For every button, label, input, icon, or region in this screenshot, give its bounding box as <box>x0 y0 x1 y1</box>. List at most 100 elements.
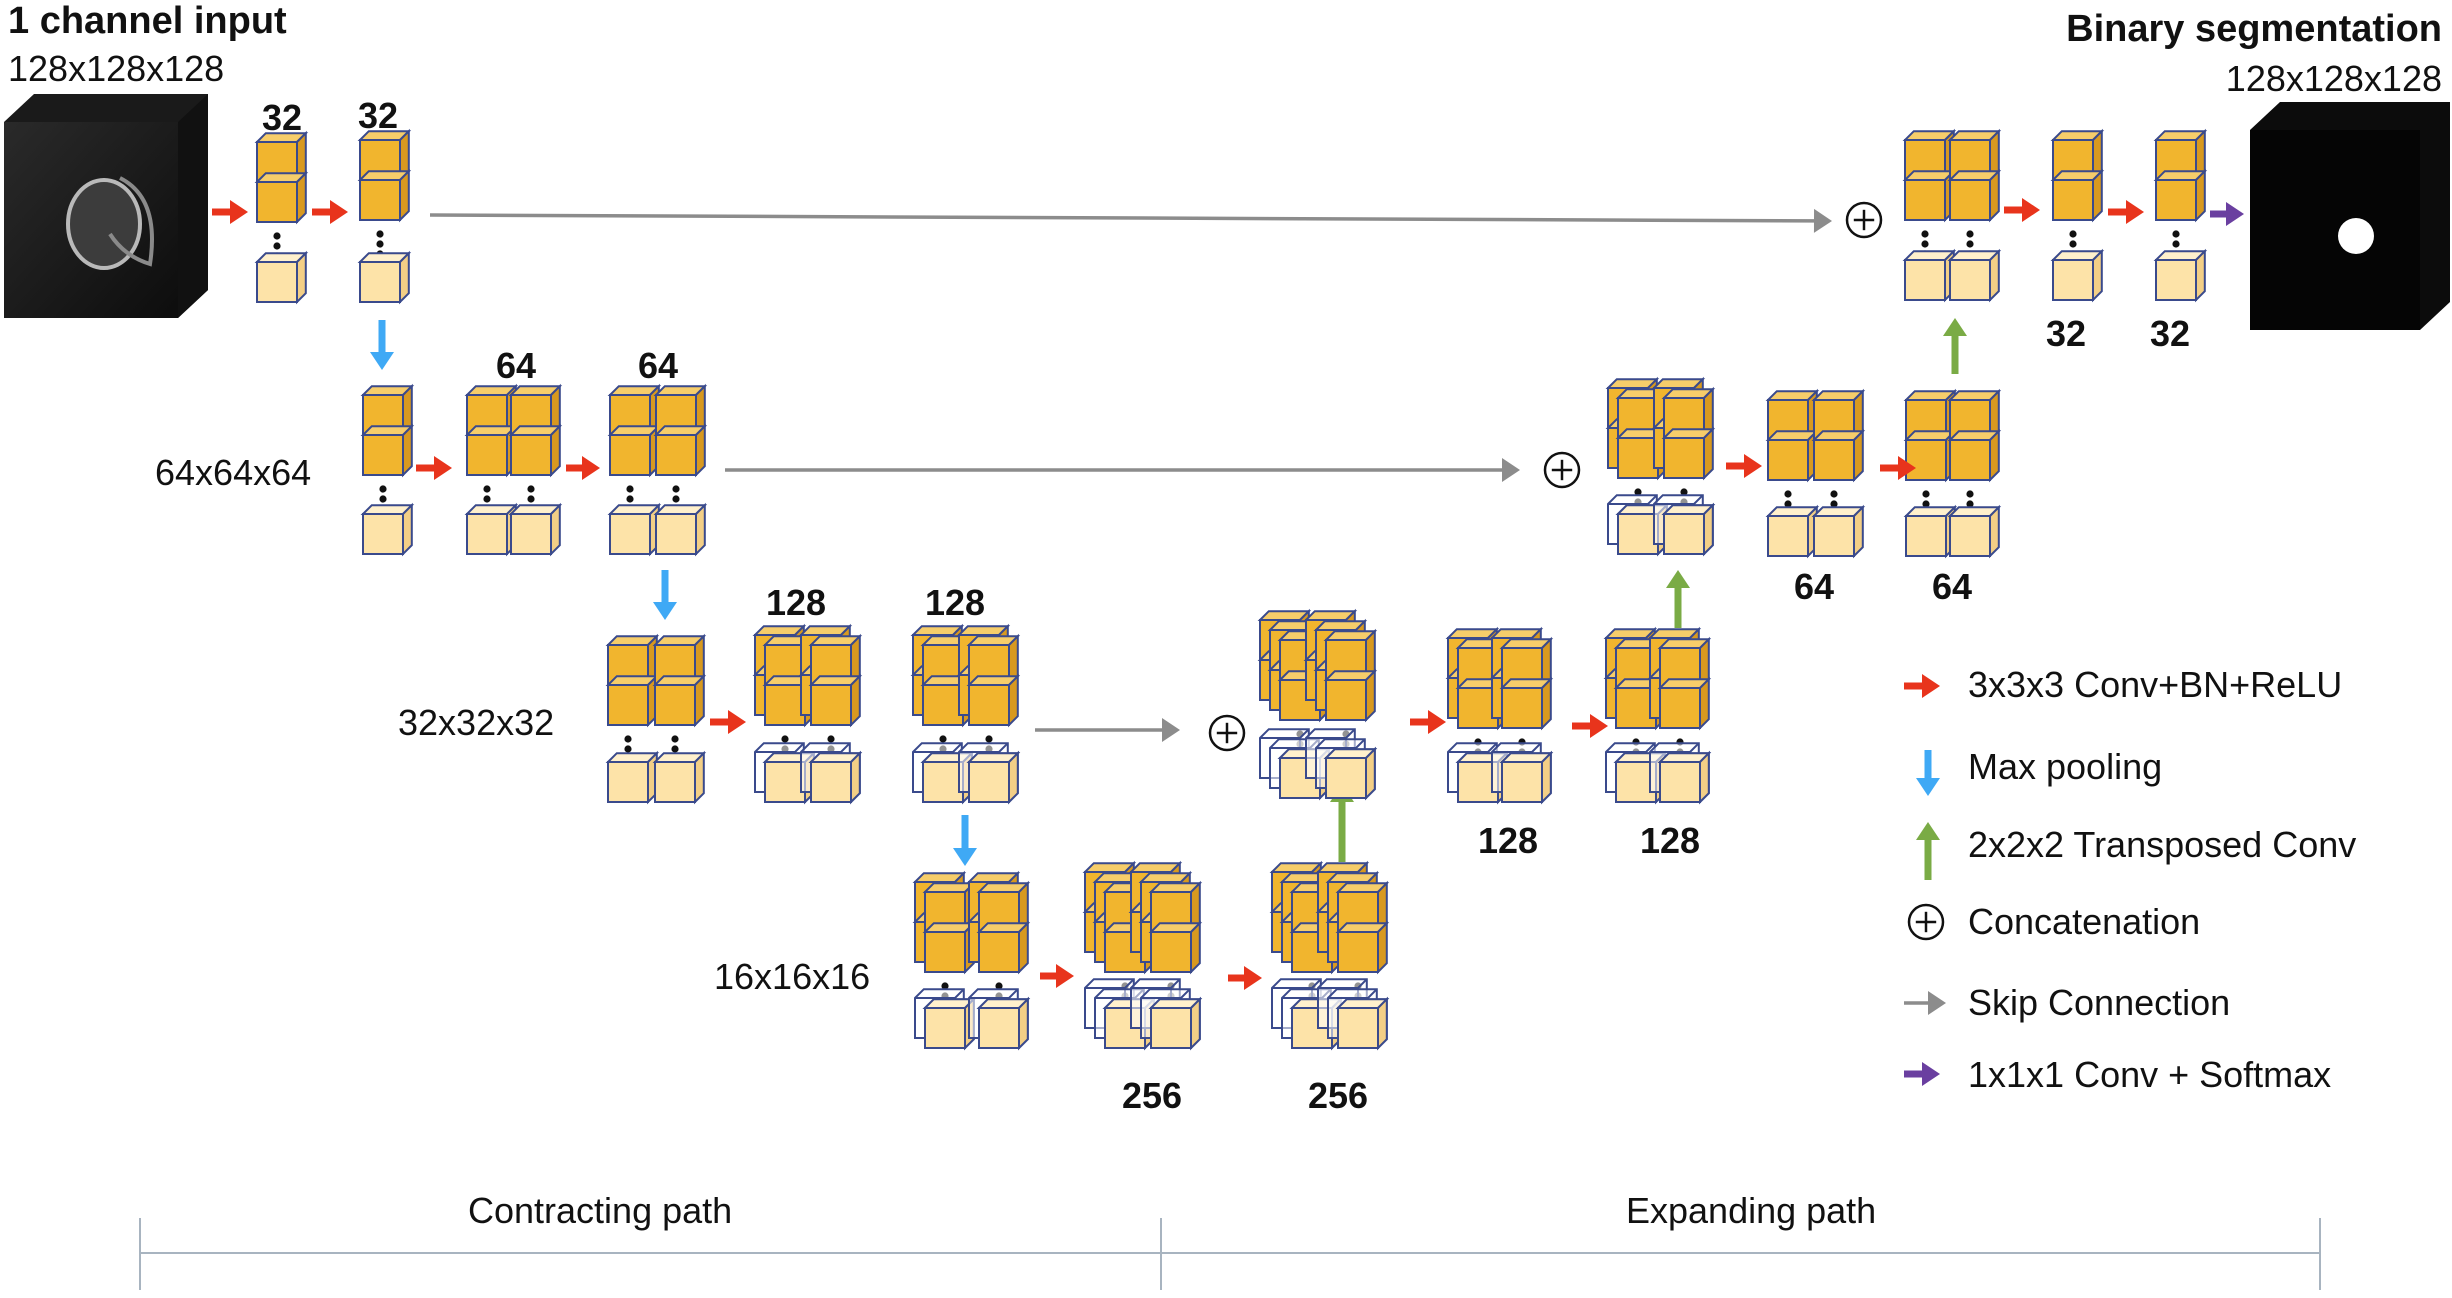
concat-icon <box>1543 451 1581 489</box>
pool-arrow-head <box>653 602 677 620</box>
cube-front <box>2052 179 2094 221</box>
channel-count: 64 <box>1794 566 1835 607</box>
softmax-arrow-head <box>2226 202 2244 226</box>
cube-front <box>359 179 401 221</box>
skip-arrow-head <box>1502 458 1520 482</box>
input-volume-image <box>4 94 208 318</box>
cube-front <box>1659 761 1701 803</box>
skip-arrow-head <box>1162 718 1180 742</box>
cube-front <box>978 1007 1020 1049</box>
concat-icon <box>1845 201 1883 239</box>
conv-arrow-head <box>1590 714 1608 738</box>
ellipsis-dot <box>379 485 387 493</box>
channel-count: 64 <box>496 345 537 386</box>
cube-side <box>402 502 413 557</box>
feature-map-column <box>1128 860 1203 1051</box>
feature-map-column <box>652 633 707 805</box>
ellipsis-dot <box>1784 490 1792 498</box>
cube-side <box>1365 746 1376 801</box>
ellipsis-dot <box>483 495 491 503</box>
conv-arrow <box>1410 710 1446 734</box>
cube-side <box>2195 248 2206 303</box>
cube-front <box>1813 515 1855 557</box>
feature-map-column <box>1315 860 1390 1051</box>
output-size: 128x128x128 <box>2225 58 2442 99</box>
upconv-arrow <box>1666 570 1690 628</box>
feature-map-column <box>360 383 415 557</box>
pool-arrow-head <box>370 352 394 370</box>
ellipsis-dot <box>2069 240 2077 248</box>
cube-front <box>607 684 649 726</box>
upconv-arrow <box>1943 318 1967 374</box>
ellipsis-dot <box>1634 488 1642 496</box>
cube-front <box>1767 515 1809 557</box>
concat-icon <box>1208 714 1246 752</box>
feature-map-column <box>966 870 1031 1051</box>
cube-front <box>1949 259 1991 301</box>
cube-side <box>1377 920 1388 975</box>
feature-map-column <box>357 128 412 305</box>
legend-pool-icon-head <box>1916 778 1940 796</box>
input-title: 1 channel input <box>8 0 287 42</box>
input-scan-curve <box>108 176 154 267</box>
cube-front <box>1663 513 1705 555</box>
pool-arrow-head <box>953 848 977 866</box>
ellipsis-dot <box>672 495 680 503</box>
cube-front <box>922 684 964 726</box>
cube-front <box>978 931 1020 973</box>
ellipsis-dot <box>941 982 949 990</box>
channel-count: 32 <box>2150 313 2191 354</box>
ellipsis-dot <box>1830 500 1838 508</box>
cube-side <box>1853 428 1864 483</box>
cube-front <box>607 761 649 803</box>
pool-arrow <box>653 570 677 620</box>
ellipsis-dot <box>273 242 281 250</box>
cube-front <box>510 434 552 476</box>
cube-front <box>2155 259 2197 301</box>
feature-map-column <box>607 383 662 557</box>
cube-front <box>1150 1007 1192 1049</box>
ellipsis-dot <box>1922 490 1930 498</box>
legend-skip-icon <box>1904 991 1946 1015</box>
cube-front <box>1501 761 1543 803</box>
conv-arrow-head <box>1056 964 1074 988</box>
legend-conv-icon-head <box>1922 674 1940 698</box>
cube-side <box>1190 920 1201 975</box>
cube-side <box>1699 676 1710 731</box>
cube-front <box>1949 515 1991 557</box>
channel-count: 32 <box>262 97 303 138</box>
cube-front <box>922 761 964 803</box>
cube-side <box>1699 750 1710 805</box>
ellipsis-dot <box>1784 500 1792 508</box>
ellipsis-dot <box>273 232 281 240</box>
legend-skip-icon-head <box>1928 991 1946 1015</box>
cube-side <box>1365 668 1376 723</box>
ellipsis-dot <box>1966 490 1974 498</box>
cube-front <box>1659 687 1701 729</box>
conv-arrow <box>212 200 248 224</box>
ellipsis-dot <box>1966 230 1974 238</box>
cube-front <box>968 761 1010 803</box>
cube-front <box>1904 179 1946 221</box>
input-size: 128x128x128 <box>8 48 225 89</box>
skip-arrow-head <box>1813 208 1832 233</box>
cube-front <box>2052 259 2094 301</box>
cube-front <box>764 761 806 803</box>
cube-front <box>1501 687 1543 729</box>
ellipsis-dot <box>672 485 680 493</box>
cube-front <box>2155 179 2197 221</box>
upconv-arrow-head <box>1943 318 1967 336</box>
cube-front <box>609 513 651 555</box>
cube-front <box>924 1007 966 1049</box>
conv-arrow-head <box>434 456 452 480</box>
cube-side <box>1190 996 1201 1051</box>
legend-label-conv: 3x3x3 Conv+BN+ReLU <box>1968 664 2343 705</box>
channel-count: 64 <box>638 345 679 386</box>
pool-arrow <box>370 320 394 370</box>
legend-softmax-icon <box>1904 1062 1940 1086</box>
ellipsis-dot <box>781 735 789 743</box>
channel-count: 64 <box>1932 566 1973 607</box>
cube-front <box>1617 437 1659 479</box>
cube-front <box>764 684 806 726</box>
